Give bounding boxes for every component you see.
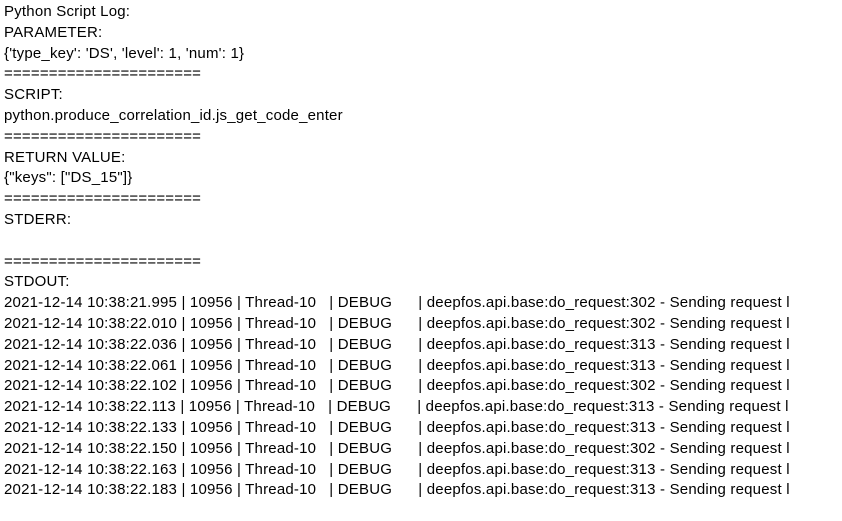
script-label: SCRIPT:: [4, 86, 63, 104]
return-value-value: {"keys": ["DS_15"]}: [4, 169, 133, 187]
stderr-value: [4, 231, 842, 252]
stdout-label: STDOUT:: [4, 273, 70, 291]
return-value-label: RETURN VALUE:: [4, 148, 126, 166]
stdout-log-line: 2021-12-14 10:38:22.133 | 10956 | Thread…: [4, 418, 790, 436]
stdout-log-line: 2021-12-14 10:38:22.010 | 10956 | Thread…: [4, 314, 790, 332]
stdout-log-line: 2021-12-14 10:38:22.163 | 10956 | Thread…: [4, 460, 790, 478]
parameter-label: PARAMETER:: [4, 23, 103, 41]
section-separator: ======================: [4, 65, 202, 83]
stdout-log-line: 2021-12-14 10:38:22.183 | 10956 | Thread…: [4, 481, 790, 499]
script-value: python.produce_correlation_id.js_get_cod…: [4, 106, 343, 124]
stdout-log-line: 2021-12-14 10:38:21.995 | 10956 | Thread…: [4, 294, 790, 312]
stderr-label: STDERR:: [4, 210, 72, 228]
stdout-log-line: 2021-12-14 10:38:22.061 | 10956 | Thread…: [4, 356, 790, 374]
parameter-value: {'type_key': 'DS', 'level': 1, 'num': 1}: [4, 44, 245, 62]
stdout-log-line: 2021-12-14 10:38:22.102 | 10956 | Thread…: [4, 377, 790, 395]
section-separator: ======================: [4, 190, 202, 208]
stdout-log-line: 2021-12-14 10:38:22.036 | 10956 | Thread…: [4, 335, 790, 353]
section-separator: ======================: [4, 252, 202, 270]
log-title: Python Script Log:: [4, 3, 131, 20]
stdout-log-line: 2021-12-14 10:38:22.113 | 10956 | Thread…: [4, 398, 789, 416]
section-separator: ======================: [4, 127, 202, 145]
stdout-log-line: 2021-12-14 10:38:22.150 | 10956 | Thread…: [4, 439, 790, 457]
